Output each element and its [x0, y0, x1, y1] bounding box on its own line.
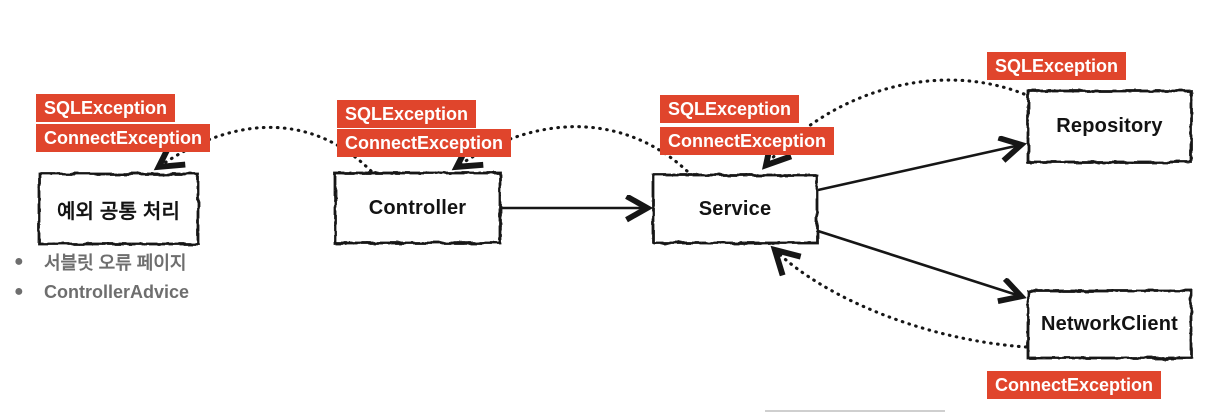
controller-box	[333, 171, 502, 245]
note-text: ControllerAdvice	[44, 281, 190, 302]
badge-networkclient-connectexception: ConnectException	[987, 371, 1162, 399]
note-servlet-error-page: ● 서블릿 오류 페이지	[12, 247, 189, 277]
note-text: 서블릿 오류 페이지	[44, 253, 187, 273]
service-box	[651, 173, 819, 245]
arrow-service-to-repository	[817, 145, 1020, 192]
badge-service-connectexception: ConnectException	[660, 127, 835, 155]
handler-notes: ● 서블릿 오류 페이지 ● ControllerAdvice	[12, 247, 189, 307]
networkclient-box	[1026, 289, 1193, 360]
arrow-service-to-networkclient	[817, 229, 1020, 296]
note-controller-advice: ● ControllerAdvice	[12, 277, 189, 307]
badge-controller-sqlexception: SQLException	[337, 100, 477, 128]
badge-handler-sqlexception: SQLException	[36, 94, 176, 122]
badge-handler-connectexception: ConnectException	[36, 124, 211, 152]
dotted-arc-networkclient-to-service	[776, 251, 1028, 349]
badge-service-sqlexception: SQLException	[660, 95, 800, 123]
badge-repository-sqlexception: SQLException	[987, 52, 1127, 80]
badge-controller-connectexception: ConnectException	[337, 129, 512, 157]
repository-box	[1026, 89, 1193, 164]
cropped-box-edge	[765, 410, 945, 412]
handler-box	[37, 172, 200, 246]
bullet-icon: ●	[14, 283, 24, 300]
bullet-icon: ●	[14, 253, 24, 270]
